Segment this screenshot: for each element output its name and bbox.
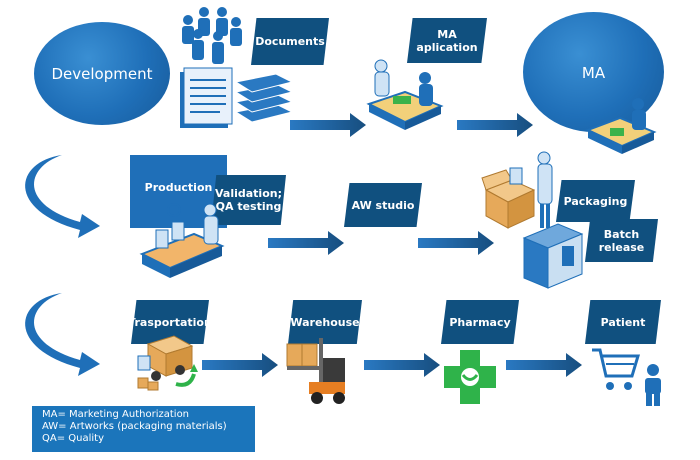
arrow-docs-to-application: [290, 113, 366, 137]
documents-icon: [180, 67, 294, 128]
packaging-label: Packaging: [563, 194, 628, 208]
worker-boxes-icon: [481, 151, 553, 229]
pharmacy-tag: Pharmacy: [441, 300, 519, 344]
packaging-tag: Packaging: [556, 180, 635, 222]
warehouse-tag: Warehouse: [288, 300, 362, 344]
validation-label: Validation; QA testing: [215, 187, 282, 213]
arrow-production-to-aw: [268, 231, 344, 255]
patient-tag: Patient: [585, 300, 661, 344]
warehouse-label: Warehouse: [290, 315, 360, 329]
legend-line-aw: AW= Artworks (packaging materials): [42, 421, 227, 432]
arrow-application-to-ma: [457, 113, 533, 137]
ma-application-tag: MA aplication: [407, 18, 487, 63]
inspector-desk-icon: [585, 98, 657, 154]
legend-box: MA= Marketing Authorization AW= Artworks…: [32, 406, 255, 452]
development-label: Development: [51, 64, 153, 83]
development-node: Development: [34, 22, 170, 125]
transportation-label: Trasportation: [128, 315, 212, 329]
aw-studio-label: AW studio: [351, 198, 415, 212]
legend-line-ma: MA= Marketing Authorization: [42, 409, 190, 420]
ma-label: MA: [581, 64, 606, 82]
production-label: Production: [144, 181, 213, 194]
meeting-icon: [366, 59, 444, 130]
batch-release-tag: Batch release: [585, 219, 658, 262]
pharmacy-label: Pharmacy: [449, 315, 511, 329]
aw-studio-tag: AW studio: [344, 183, 422, 227]
transportation-tag: Trasportation: [131, 300, 209, 344]
curved-arrow-row2: [25, 155, 100, 238]
truck-icon: [137, 335, 198, 391]
documents-tag: Documents: [251, 18, 329, 65]
batch-release-label: Batch release: [598, 227, 645, 254]
ma-application-label: MA aplication: [416, 27, 478, 54]
arrow-aw-to-packaging: [418, 231, 494, 255]
arrow-transport-to-warehouse: [202, 353, 278, 377]
legend-line-qa: QA= Quality: [42, 433, 105, 444]
arrow-warehouse-to-pharmacy: [364, 353, 440, 377]
arrow-pharmacy-to-patient: [506, 353, 582, 377]
forklift-icon: [286, 338, 345, 404]
validation-tag: Validation; QA testing: [211, 175, 286, 225]
curved-arrow-row3: [25, 293, 100, 376]
server-box-icon: [522, 223, 584, 289]
patient-label: Patient: [600, 315, 646, 329]
person-icon: [645, 364, 661, 406]
production-line-icon: [139, 203, 225, 278]
shopping-cart-icon: [592, 348, 641, 390]
pharmacy-cross-icon: [444, 350, 496, 404]
documents-label: Documents: [255, 35, 325, 48]
people-icon: [182, 7, 242, 64]
